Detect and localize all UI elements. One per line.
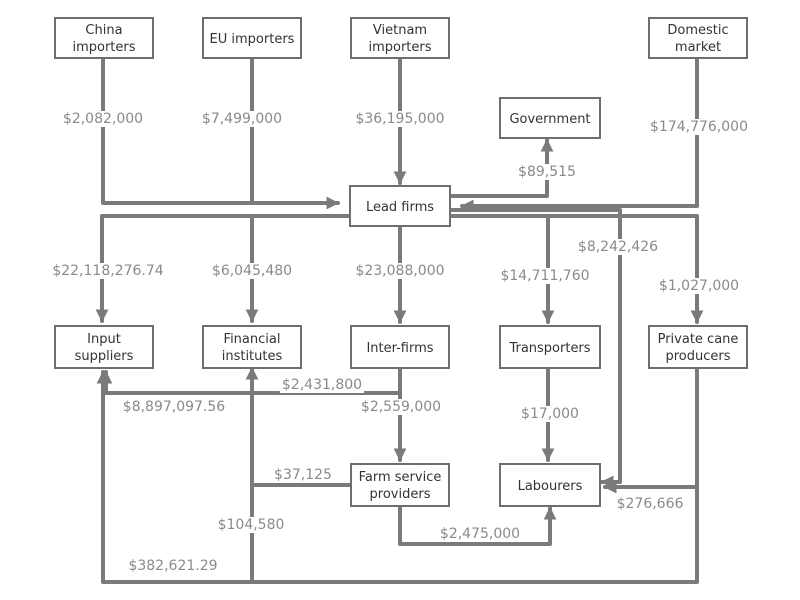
flow-label-lead-financial: $6,045,480 xyxy=(212,263,292,279)
flow-label-lead-government: $89,515 xyxy=(518,164,576,180)
edge-private-to-input xyxy=(96,370,254,584)
edge-lead-to-government xyxy=(450,138,554,198)
node-inter-firms: Inter-firms xyxy=(350,325,450,369)
flow-label-lead-labourers: $8,242,426 xyxy=(578,239,658,255)
edge-lead-to-input xyxy=(95,214,352,323)
flow-label-background xyxy=(437,526,523,542)
flow-label-vietnam-lead: $36,195,000 xyxy=(355,111,444,127)
flow-label-background xyxy=(126,558,220,574)
node-government: Government xyxy=(499,97,601,139)
flow-label-transporters-labourers: $17,000 xyxy=(521,406,579,422)
flow-label-background xyxy=(199,111,285,127)
svg-text:Transporters: Transporters xyxy=(508,341,590,356)
flow-label-background xyxy=(648,119,750,135)
flow-label-farm-financial: $37,125 xyxy=(274,467,332,483)
flow-label-interfirms-farm: $2,559,000 xyxy=(361,399,441,415)
svg-text:Labourers: Labourers xyxy=(518,479,583,494)
node-lead-firms: Lead firms xyxy=(349,185,451,227)
flow-label-domestic-lead: $174,776,000 xyxy=(650,119,748,135)
flow-label-background xyxy=(353,111,447,127)
flow-label-interfirms-input: $8,897,097.56 xyxy=(123,399,226,415)
node-labourers: Labourers xyxy=(499,463,601,507)
svg-text:Inter-firms: Inter-firms xyxy=(366,341,433,356)
flow-label-lead-private: $1,027,000 xyxy=(659,278,739,294)
edge-farm-to-labourers xyxy=(398,505,557,546)
flow-label-interfirms-financial: $2,431,800 xyxy=(282,377,362,393)
flow-label-farm-labourers: $2,475,000 xyxy=(440,526,520,542)
edge-domestic-to-lead xyxy=(460,55,699,213)
flow-label-background xyxy=(215,517,287,533)
flow-label-background xyxy=(120,399,228,415)
flow-label-private-input: $382,621.29 xyxy=(128,558,217,574)
flow-label-background xyxy=(209,263,295,279)
svg-text:Lead firms: Lead firms xyxy=(366,200,434,215)
svg-text:EU importers: EU importers xyxy=(210,32,295,47)
flow-label-background xyxy=(358,399,444,415)
flow-label-background xyxy=(60,111,146,127)
flow-label-lead-interfirms: $23,088,000 xyxy=(355,263,444,279)
flow-label-background xyxy=(516,164,578,180)
flow-label-lead-transporters: $14,711,760 xyxy=(500,268,589,284)
flow-label-private-financial: $104,580 xyxy=(218,517,285,533)
flow-label-china-lead: $2,082,000 xyxy=(63,111,143,127)
flow-label-lead-input: $22,118,276.74 xyxy=(52,263,163,279)
edge-private-to-financial xyxy=(245,366,699,584)
svg-text:Government: Government xyxy=(509,112,590,127)
flow-label-background xyxy=(272,467,334,483)
edge-china-to-lead xyxy=(101,55,340,210)
flow-label-background xyxy=(519,406,581,422)
node-eu-importers: EU importers xyxy=(202,17,302,59)
flow-label-background xyxy=(614,496,686,512)
flow-label-eu-lead: $7,499,000 xyxy=(202,111,282,127)
flow-label-background xyxy=(279,377,365,393)
node-transporters: Transporters xyxy=(499,325,601,369)
flow-label-background xyxy=(498,268,592,284)
flow-label-private-labourers: $276,666 xyxy=(617,496,684,512)
flow-label-background xyxy=(575,239,661,255)
flow-label-background xyxy=(353,263,447,279)
flow-label-background xyxy=(50,263,166,279)
flow-label-background xyxy=(656,278,742,294)
